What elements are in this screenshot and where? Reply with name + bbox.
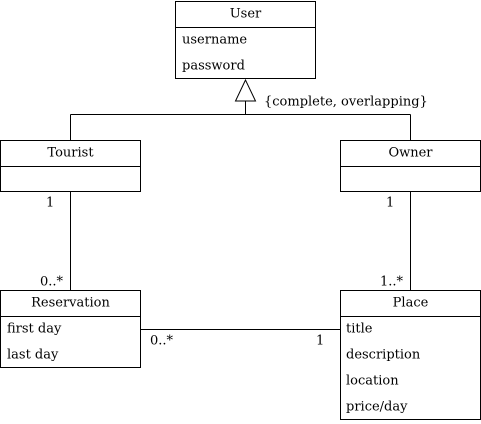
attribute: price/day xyxy=(346,400,408,415)
generalization-constraint: {complete, overlapping} xyxy=(264,95,428,110)
multiplicity-place-end: 1 xyxy=(316,334,324,349)
class-box xyxy=(340,290,481,420)
attribute: last day xyxy=(7,348,59,363)
association-tourist-reservation: 1 0..* xyxy=(40,192,71,290)
attribute: password xyxy=(182,59,245,74)
class-tourist[interactable]: Tourist xyxy=(0,140,141,192)
attribute: username xyxy=(182,33,247,48)
attribute: location xyxy=(346,374,399,389)
attribute: description xyxy=(346,348,421,363)
attribute: title xyxy=(346,322,373,337)
class-name: Reservation xyxy=(31,296,110,311)
class-owner[interactable]: Owner xyxy=(340,140,481,192)
attribute: first day xyxy=(7,322,62,337)
generalization: {complete, overlapping} xyxy=(70,78,428,140)
class-place[interactable]: Place title description location price/d… xyxy=(340,290,481,420)
association-owner-place: 1 1..* xyxy=(380,192,411,290)
class-box xyxy=(175,1,316,79)
class-reservation[interactable]: Reservation first day last day xyxy=(0,290,141,368)
class-name: Tourist xyxy=(47,146,94,161)
class-box xyxy=(0,290,141,368)
multiplicity-place-end: 1..* xyxy=(380,275,404,290)
class-name: Place xyxy=(393,296,429,311)
class-user[interactable]: User username password xyxy=(175,1,316,79)
multiplicity-reservation-end: 0..* xyxy=(40,275,64,290)
class-name: User xyxy=(230,7,262,22)
multiplicity-tourist-end: 1 xyxy=(46,196,54,211)
class-name: Owner xyxy=(388,146,433,161)
multiplicity-reservation-end: 0..* xyxy=(150,334,174,349)
generalization-arrowhead xyxy=(234,78,257,102)
multiplicity-owner-end: 1 xyxy=(386,196,394,211)
association-reservation-place: 0..* 1 xyxy=(140,329,340,349)
